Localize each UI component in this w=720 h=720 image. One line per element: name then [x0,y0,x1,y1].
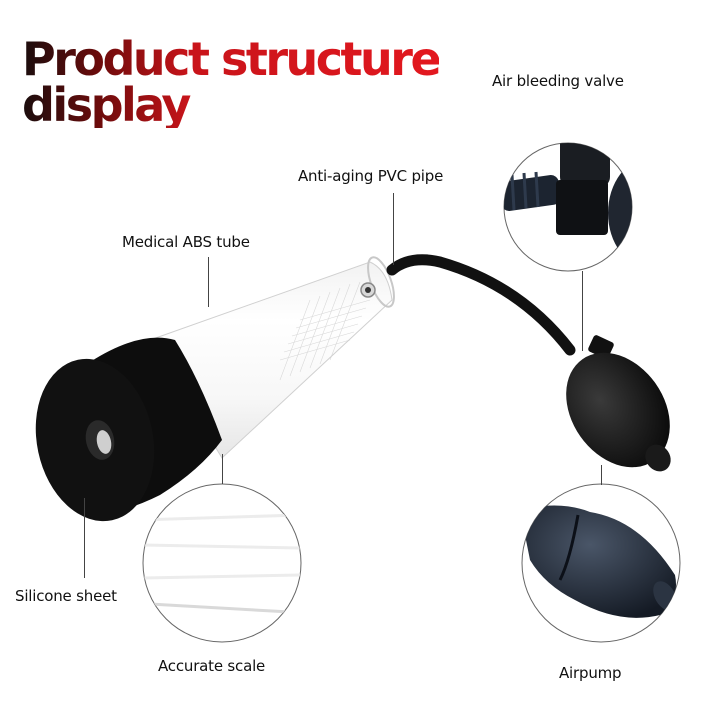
label-medical-abs-tube: Medical ABS tube [122,233,250,251]
label-accurate-scale: Accurate scale [158,657,266,675]
label-silicone-sheet: Silicone sheet [15,587,117,605]
label-air-bleeding-valve: Air bleeding valve [492,72,624,90]
silicone-sheet [35,337,222,522]
leader-valve [582,271,583,351]
pvc-pipe [386,254,576,356]
label-anti-aging-pvc-pipe: Anti-aging PVC pipe [298,167,444,185]
leader-pvc-pipe [393,193,394,265]
leader-airpump [601,465,602,485]
accurate-scale-detail [142,483,302,643]
leader-accurate-scale [222,454,223,484]
leader-medical-abs-tube [208,257,209,307]
leader-silicone-sheet [84,498,85,578]
label-airpump: Airpump [559,664,622,682]
airpump-detail [521,483,681,643]
abs-tube [149,256,395,459]
airpump [566,335,671,472]
air-bleeding-valve-detail [503,142,633,272]
